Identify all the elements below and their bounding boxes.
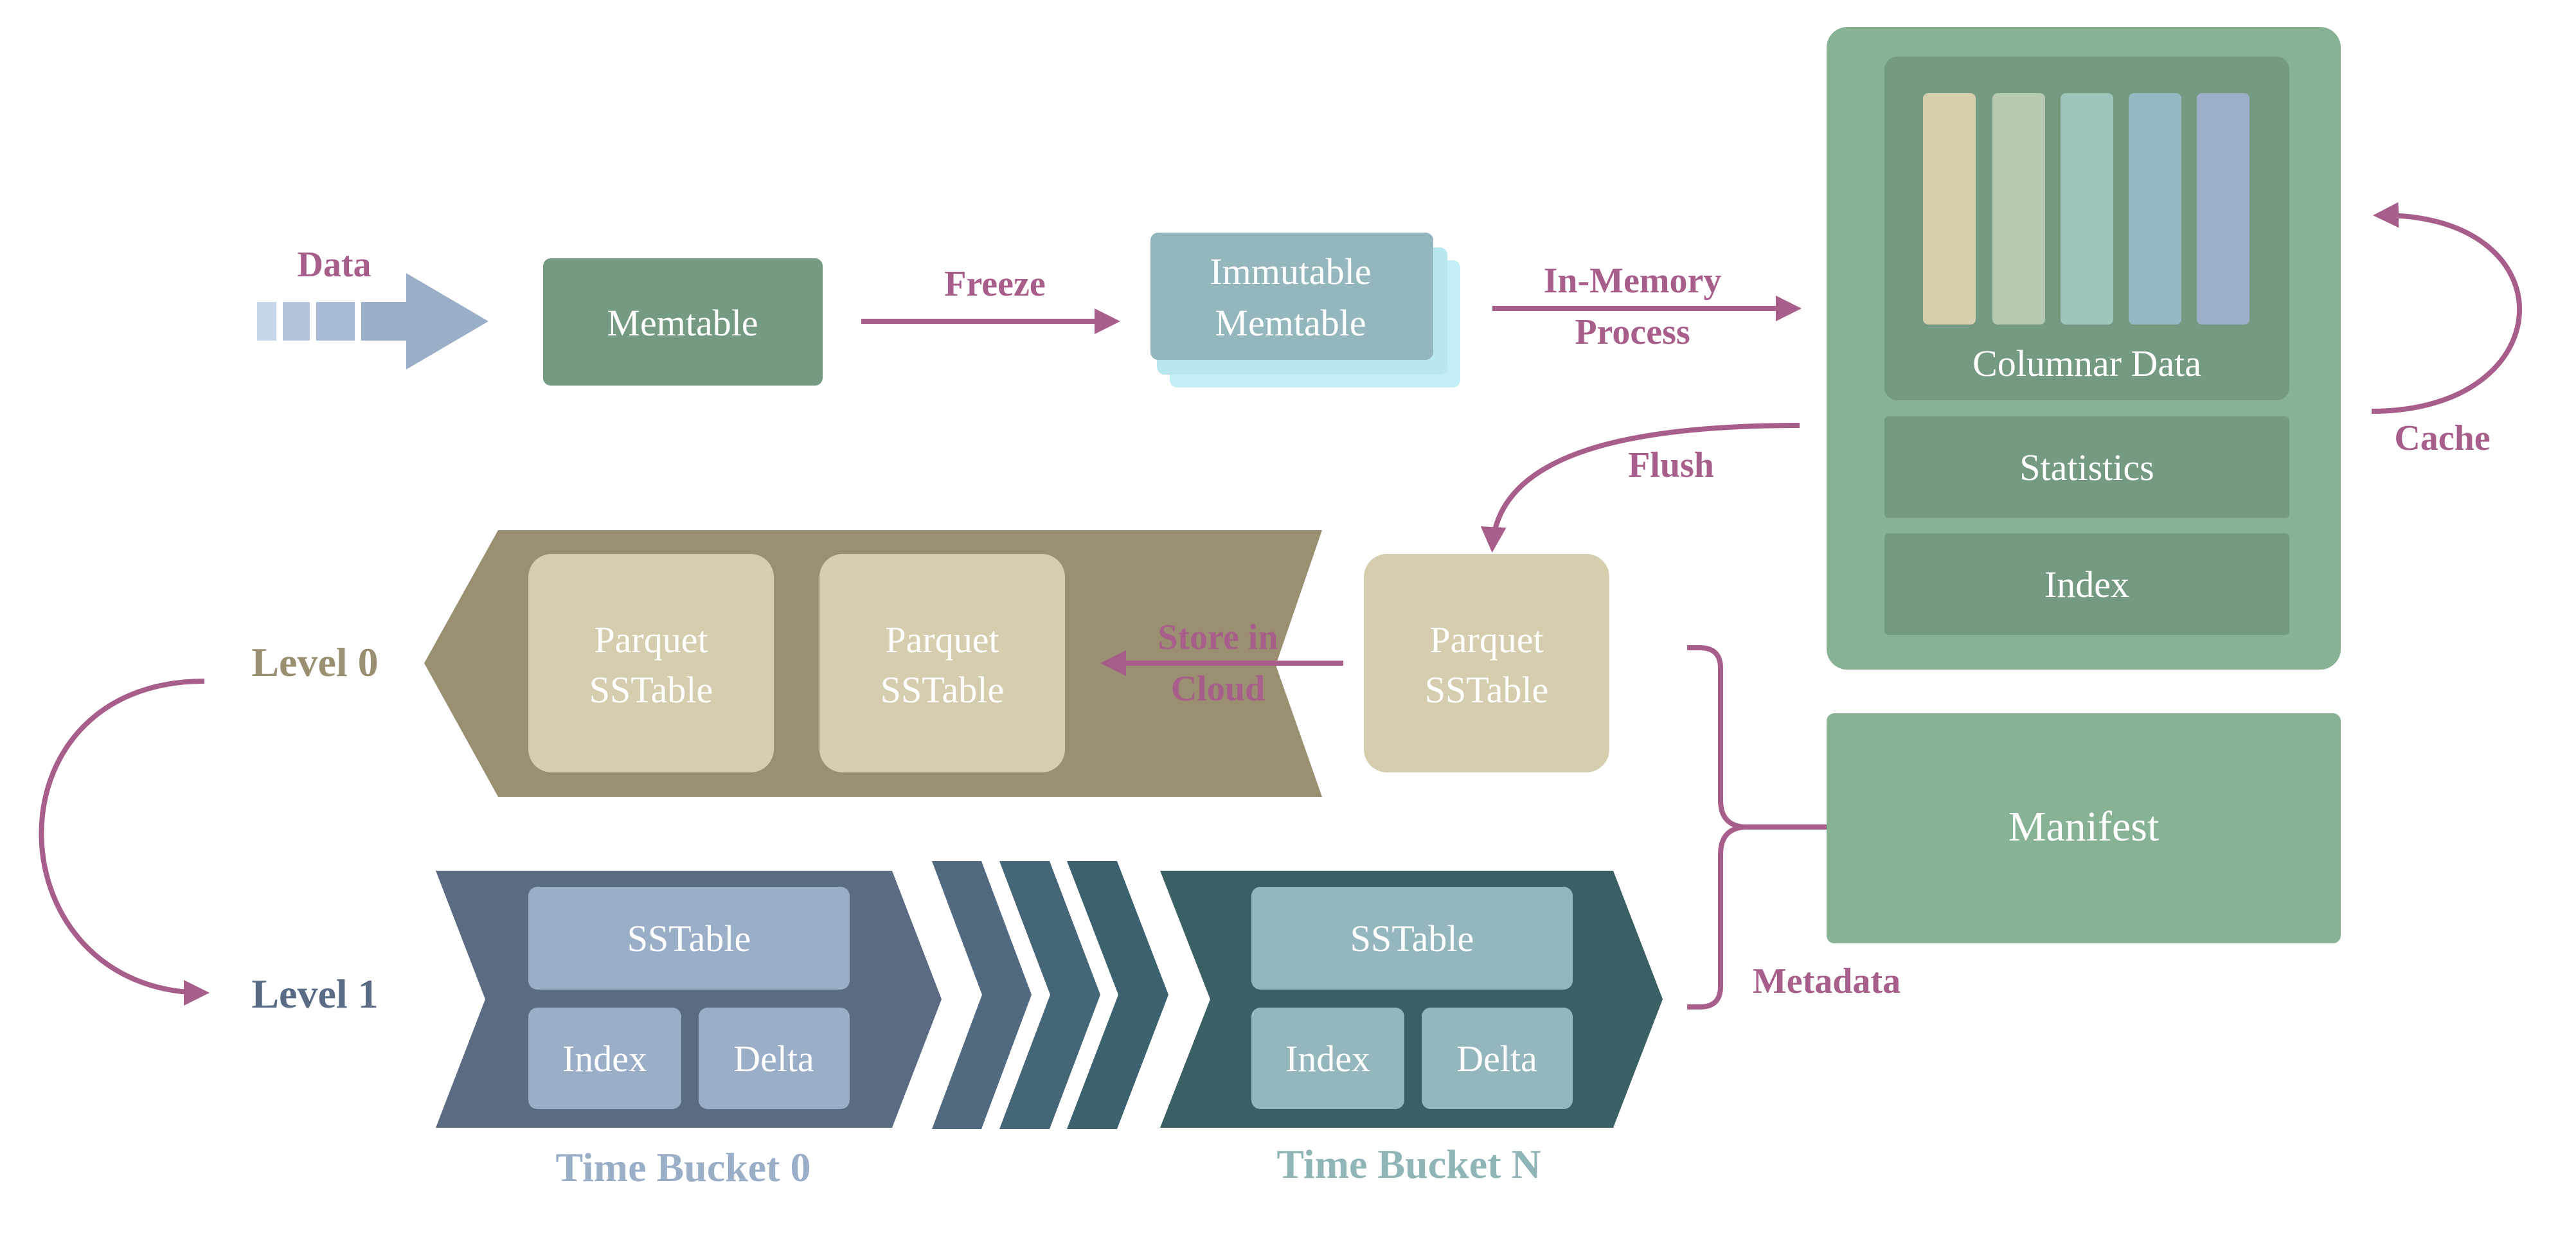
inmemory-label-line1: In-Memory <box>1544 261 1722 301</box>
level0-parquet2-line2: SSTable <box>881 669 1005 711</box>
level0-to-level1-arrow <box>39 679 210 1006</box>
flushed-parquet-sstable <box>1364 554 1609 772</box>
level0-parquet-sstable-2 <box>819 554 1065 772</box>
index-box <box>1884 533 2289 635</box>
bucketn-index-label: Index <box>1285 1038 1370 1080</box>
bucket0-index-label: Index <box>562 1038 647 1080</box>
data-label: Data <box>297 245 371 285</box>
level0-parquet-sstable-1 <box>528 554 774 772</box>
bucket0-sstable-box <box>528 887 850 990</box>
column-bars <box>1923 93 2250 325</box>
flushed-parquet-line1: Parquet <box>1429 619 1543 661</box>
flushed-parquet-line2: SSTable <box>1425 669 1549 711</box>
bucketn-delta-box <box>1422 1008 1573 1109</box>
bucket0-index-box <box>528 1008 681 1109</box>
time-bucket-n-label: Time Bucket N <box>1276 1141 1541 1187</box>
chevron-2-icon <box>999 861 1100 1129</box>
bucket0-sstable-label: SSTable <box>627 918 751 959</box>
column-bar-2-icon <box>1992 93 2045 325</box>
column-bar-3-icon <box>2061 93 2113 325</box>
level0-label: Level 0 <box>251 639 378 685</box>
level0-parquet1-line1: Parquet <box>594 619 708 661</box>
level1-label: Level 1 <box>251 971 378 1017</box>
bucket0-delta-label: Delta <box>733 1038 814 1080</box>
flush-label: Flush <box>1628 445 1714 485</box>
level0-parquet1-line2: SSTable <box>589 669 713 711</box>
store-label-line2: Cloud <box>1171 669 1265 709</box>
bucketn-sstable-label: SSTable <box>1350 918 1474 959</box>
level0-parquet2-line1: Parquet <box>885 619 999 661</box>
statistics-label: Statistics <box>2019 447 2154 488</box>
cache-loop-arrow <box>2371 202 2523 414</box>
metadata-label: Metadata <box>1753 961 1901 1001</box>
memtable-label: Memtable <box>607 302 758 344</box>
bucketn-index-box <box>1251 1008 1404 1109</box>
metadata-brace <box>1687 645 1928 1010</box>
inmemory-label-line2: Process <box>1575 312 1690 352</box>
columnar-data-label: Columnar Data <box>1972 343 2201 384</box>
bucket0-delta-box <box>699 1008 850 1109</box>
time-bucket-0-label: Time Bucket 0 <box>555 1144 810 1190</box>
memtable-box <box>543 258 823 386</box>
index-label: Index <box>2044 564 2129 605</box>
immutable-label-line2: Memtable <box>1215 302 1366 344</box>
immutable-memtable-box <box>1150 233 1433 360</box>
column-bar-5-icon <box>2197 93 2250 325</box>
manifest-label: Manifest <box>2008 803 2160 850</box>
immutable-label-line1: Immutable <box>1210 251 1371 292</box>
bucketn-delta-label: Delta <box>1456 1038 1537 1080</box>
store-label-line1: Store in <box>1158 618 1278 657</box>
flush-arrow <box>1480 423 1800 553</box>
column-bar-4-icon <box>2129 93 2181 325</box>
statistics-box <box>1884 416 2289 518</box>
cache-label: Cache <box>2394 418 2490 458</box>
bucketn-sstable-box <box>1251 887 1573 990</box>
chevron-3-icon <box>1067 861 1168 1129</box>
column-bar-1-icon <box>1923 93 1976 325</box>
manifest-box <box>1827 713 2341 943</box>
data-input-arrow-icon <box>257 273 488 369</box>
chevron-1-icon <box>932 861 1032 1129</box>
freeze-label: Freeze <box>944 264 1045 304</box>
